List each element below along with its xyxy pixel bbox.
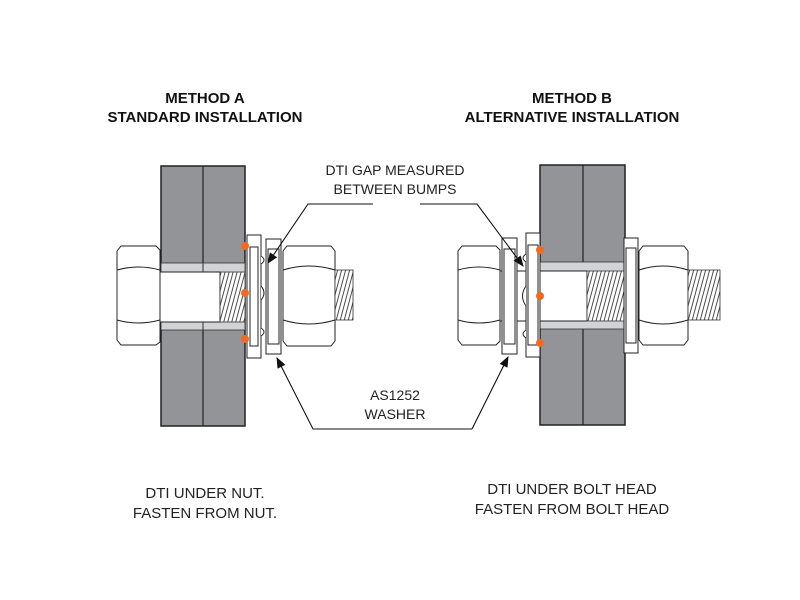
dti-washer — [246, 234, 265, 359]
leader-arrow — [471, 356, 509, 430]
bolt — [457, 245, 626, 346]
dti-gap-callout: DTI GAP MEASURED — [326, 162, 465, 178]
bump-marker — [536, 292, 544, 300]
method-b-title: METHOD B — [532, 90, 612, 107]
nut — [638, 245, 721, 346]
method-b-caption-line2: FASTEN FROM BOLT HEAD — [475, 501, 670, 518]
bump-marker — [241, 242, 249, 250]
bump-marker — [536, 339, 544, 347]
method-a-subtitle: STANDARD INSTALLATION — [108, 109, 303, 126]
washer-callout: AS1252 — [370, 387, 420, 403]
method-a-assembly — [116, 165, 354, 427]
method-b-assembly — [457, 164, 721, 426]
bump-marker — [241, 289, 249, 297]
dti-gap-callout-line2: BETWEEN BUMPS — [334, 181, 457, 197]
washer-nut-side — [623, 237, 639, 354]
as1252-washer — [265, 238, 282, 355]
method-a-caption-line2: FASTEN FROM NUT. — [133, 505, 277, 522]
method-a-caption: DTI UNDER NUT. — [145, 485, 264, 502]
bolt — [116, 245, 246, 346]
dti-washer — [522, 232, 541, 358]
method-b-subtitle: ALTERNATIVE INSTALLATION — [465, 109, 680, 126]
bump-marker — [241, 335, 249, 343]
method-a-title: METHOD A — [165, 90, 245, 107]
method-b-caption: DTI UNDER BOLT HEAD — [487, 481, 657, 498]
leader-arrow — [276, 357, 472, 430]
nut — [282, 245, 354, 347]
as1252-washer — [501, 237, 518, 355]
bump-marker — [536, 246, 544, 254]
washer-callout-line2: WASHER — [365, 406, 426, 422]
leader-arrow — [267, 203, 373, 264]
leader-arrow — [420, 203, 524, 267]
